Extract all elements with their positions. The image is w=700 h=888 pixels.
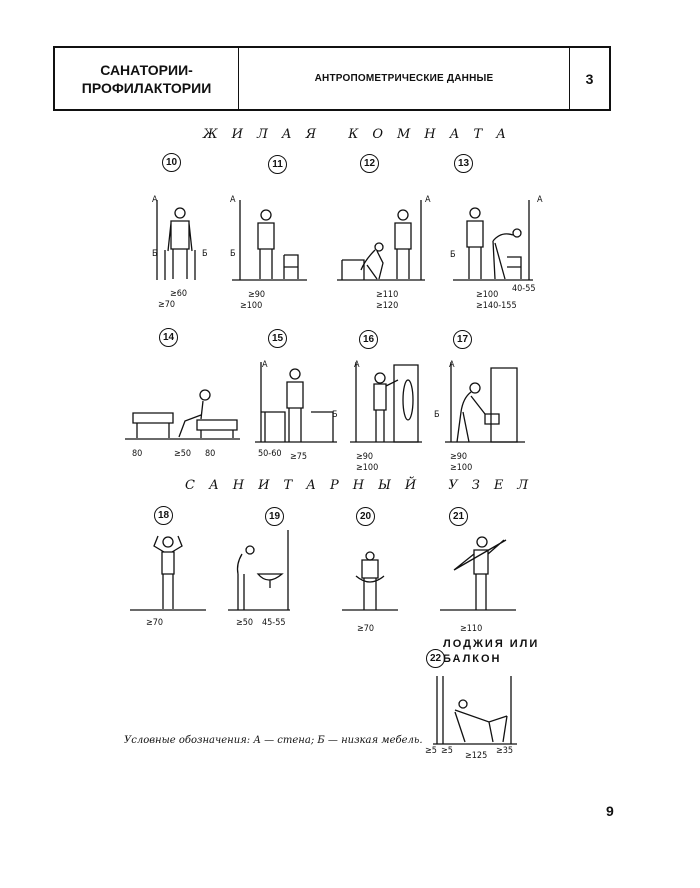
furniture-label: Б — [332, 410, 338, 420]
dimension-label: ≥110 — [376, 290, 399, 300]
dimension-label: ≥5 — [425, 746, 437, 756]
figure-number: 15 — [268, 329, 287, 348]
figure-10-drawing — [156, 200, 196, 280]
figure-number: 13 — [454, 154, 473, 173]
figure-16-drawing — [350, 362, 422, 443]
figure-15-drawing — [255, 362, 337, 443]
dimension-label: ≥90 — [356, 452, 374, 462]
dimension-label: ≥100 — [476, 290, 499, 300]
furniture-label: Б — [202, 249, 208, 259]
dimension-label: ≥35 — [496, 746, 514, 756]
dimension-label: 50-60 — [258, 449, 282, 459]
dimension-label: ≥70 — [146, 618, 164, 628]
dimension-label: ≥75 — [290, 452, 308, 462]
dimension-label: ≥110 — [460, 624, 483, 634]
figure-11-drawing — [232, 200, 307, 281]
wall-label: А — [354, 360, 360, 370]
legend-note: Условные обозначения: А — стена; Б — низ… — [124, 735, 423, 746]
figure-19-drawing — [228, 530, 290, 611]
dimension-label: ≥90 — [248, 290, 266, 300]
dimension-label: ≥70 — [158, 300, 176, 310]
figure-number: 22 — [426, 649, 445, 668]
wall-label: А — [230, 195, 236, 205]
dimension-label: 80 — [205, 449, 216, 459]
figure-number: 21 — [449, 507, 468, 526]
dimension-label: ≥50 — [174, 449, 192, 459]
figure-number: 17 — [453, 330, 472, 349]
figure-21-drawing — [440, 536, 516, 611]
section-title-sanitary: САНИТАРНЫЙ УЗЕЛ — [185, 478, 543, 493]
wall-label: А — [262, 360, 268, 370]
dimension-label: ≥120 — [376, 301, 399, 311]
title-block: САНАТОРИИ- ПРОФИЛАКТОРИИ АНТРОПОМЕТРИЧЕС… — [53, 46, 611, 111]
dimension-label: ≥5 — [441, 746, 453, 756]
figure-22-drawing — [433, 676, 517, 745]
figure-number: 10 — [162, 153, 181, 172]
furniture-label: Б — [450, 250, 456, 260]
furniture-label: Б — [434, 410, 440, 420]
figure-14-drawing — [125, 389, 240, 440]
dimension-label: ≥125 — [465, 751, 488, 761]
wall-label: А — [152, 195, 158, 205]
dimension-label: ≥90 — [450, 452, 468, 462]
series-title: САНАТОРИИ- ПРОФИЛАКТОРИИ — [55, 48, 239, 109]
furniture-label: Б — [152, 249, 158, 259]
dimension-label: ≥100 — [356, 463, 379, 473]
dimension-label: ≥70 — [357, 624, 375, 634]
dimension-label: ≥140-155 — [476, 301, 517, 311]
figure-number: 12 — [360, 154, 379, 173]
figure-number: 11 — [268, 155, 287, 174]
figure-12-drawing — [337, 200, 425, 281]
figure-number: 18 — [154, 506, 173, 525]
sheet-number: 3 — [569, 48, 609, 109]
figure-20-drawing — [342, 551, 398, 611]
dimension-label: ≥100 — [240, 301, 263, 311]
figure-number: 16 — [359, 330, 378, 349]
dimension-label: 45-55 — [262, 618, 286, 628]
wall-label: А — [449, 360, 455, 370]
loggia-caption: ЛОДЖИЯ ИЛИ БАЛКОН — [443, 638, 540, 665]
figure-13-drawing — [453, 200, 533, 281]
figure-number: 14 — [159, 328, 178, 347]
dimension-label: ≥50 — [236, 618, 254, 628]
figure-number: 19 — [265, 507, 284, 526]
dimension-label: 80 — [132, 449, 143, 459]
wall-label: А — [425, 195, 431, 205]
figure-18-drawing — [130, 535, 206, 611]
figure-number: 20 — [356, 507, 375, 526]
dimension-label: ≥100 — [450, 463, 473, 473]
dimension-label: 40-55 — [512, 284, 536, 294]
figure-17-drawing — [445, 362, 525, 443]
dimension-label: ≥60 — [170, 289, 188, 299]
wall-label: А — [537, 195, 543, 205]
furniture-label: Б — [230, 249, 236, 259]
page-number: 9 — [606, 803, 614, 819]
section-title-living-room: ЖИЛАЯ КОМНАТА — [203, 127, 520, 142]
sheet-subject: АНТРОПОМЕТРИЧЕСКИЕ ДАННЫЕ — [314, 73, 494, 84]
